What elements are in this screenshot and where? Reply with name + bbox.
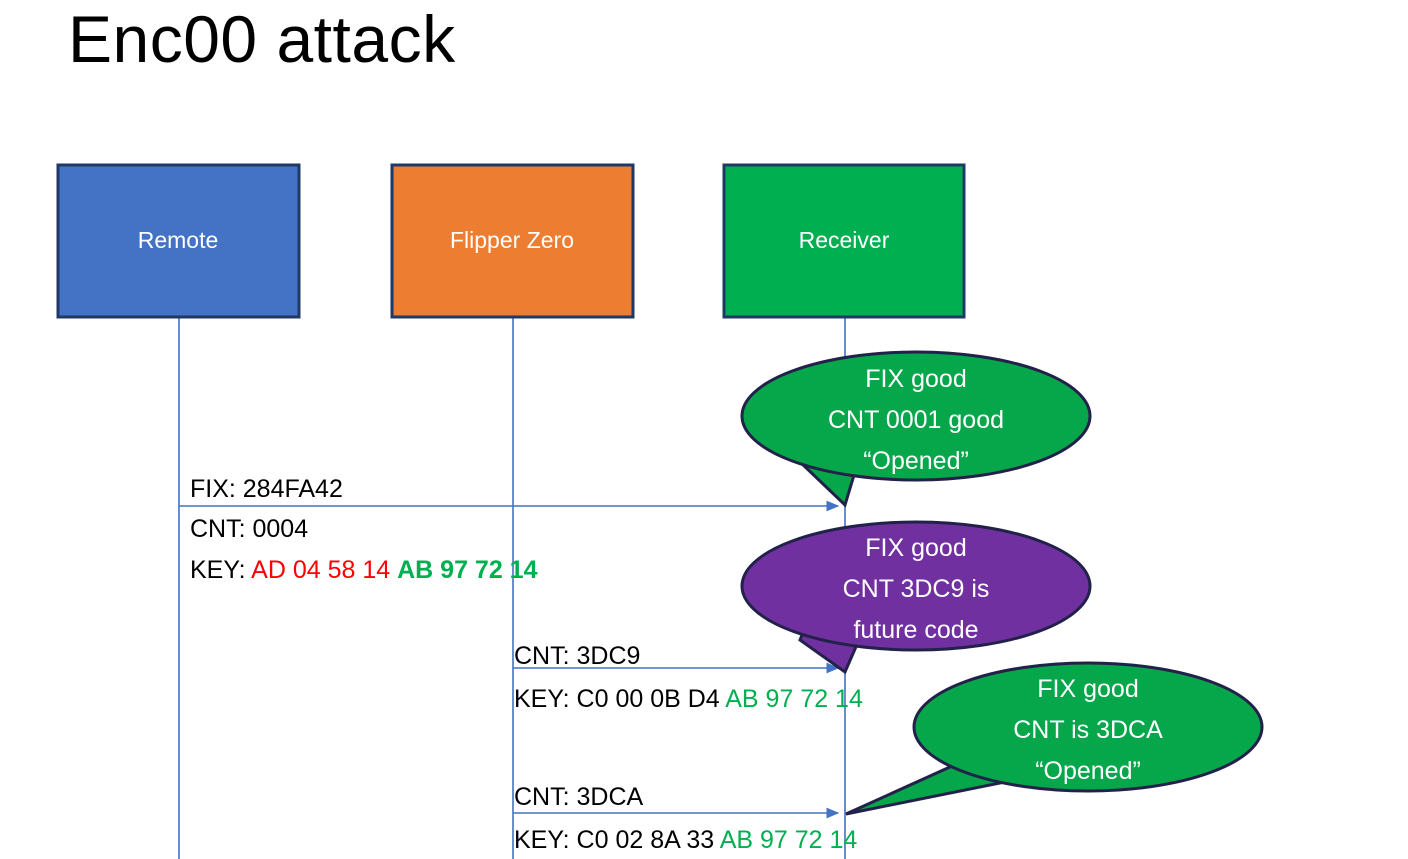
message-3-label-above: CNT: 3DCA bbox=[514, 783, 644, 811]
message-3-key-green: AB 97 72 14 bbox=[720, 826, 858, 854]
speech-bubble-1-line-1: FIX good bbox=[865, 365, 966, 393]
speech-bubble-3[interactable]: FIX good CNT is 3DCA “Opened” bbox=[845, 661, 1264, 816]
message-2-key-green: AB 97 72 14 bbox=[725, 685, 863, 713]
speech-bubble-3-body bbox=[912, 661, 1264, 793]
actor-box-flipper[interactable]: Flipper Zero bbox=[390, 163, 635, 319]
speech-bubble-1-body bbox=[740, 350, 1092, 482]
speech-bubble-2-line-3: future code bbox=[853, 616, 978, 644]
message-1-key-green: AB 97 72 14 bbox=[397, 556, 537, 584]
speech-bubble-2-line-1: FIX good bbox=[865, 534, 966, 562]
speech-bubble-2[interactable]: FIX good CNT 3DC9 is future code bbox=[740, 520, 1092, 675]
page-title: Enc00 attack bbox=[68, 2, 456, 76]
speech-bubble-1[interactable]: FIX good CNT 0001 good “Opened” bbox=[740, 350, 1092, 508]
message-3-key-prefix: KEY: C0 02 8A 33 bbox=[514, 826, 720, 854]
message-3-label-key: KEY: C0 02 8A 33 AB 97 72 14 bbox=[514, 826, 857, 854]
speech-bubble-1-line-3: “Opened” bbox=[863, 447, 969, 475]
speech-bubble-2-body bbox=[740, 520, 1092, 652]
speech-bubble-3-line-3: “Opened” bbox=[1035, 757, 1141, 785]
actor-box-remote[interactable]: Remote bbox=[56, 163, 301, 319]
actor-label-receiver: Receiver bbox=[799, 227, 890, 253]
message-1-label-cnt: CNT: 0004 bbox=[190, 515, 308, 543]
message-1-key-prefix: KEY: bbox=[190, 556, 251, 584]
speech-bubble-2-line-2: CNT 3DC9 is bbox=[843, 575, 990, 603]
message-2-label-above: CNT: 3DC9 bbox=[514, 642, 640, 670]
message-1-key-red: AD 04 58 14 bbox=[251, 556, 390, 584]
speech-bubble-3-line-1: FIX good bbox=[1037, 675, 1138, 703]
actor-label-remote: Remote bbox=[138, 227, 219, 253]
message-2-key-prefix: KEY: C0 00 0B D4 bbox=[514, 685, 725, 713]
message-1-label-key: KEY: AD 04 58 14 AB 97 72 14 bbox=[190, 556, 538, 584]
actor-label-flipper: Flipper Zero bbox=[450, 227, 574, 253]
speech-bubble-3-line-2: CNT is 3DCA bbox=[1013, 716, 1163, 744]
message-2-label-key: KEY: C0 00 0B D4 AB 97 72 14 bbox=[514, 685, 863, 713]
actor-box-receiver[interactable]: Receiver bbox=[722, 163, 966, 319]
speech-bubble-1-line-2: CNT 0001 good bbox=[828, 406, 1004, 434]
message-1-label-above: FIX: 284FA42 bbox=[190, 475, 343, 503]
